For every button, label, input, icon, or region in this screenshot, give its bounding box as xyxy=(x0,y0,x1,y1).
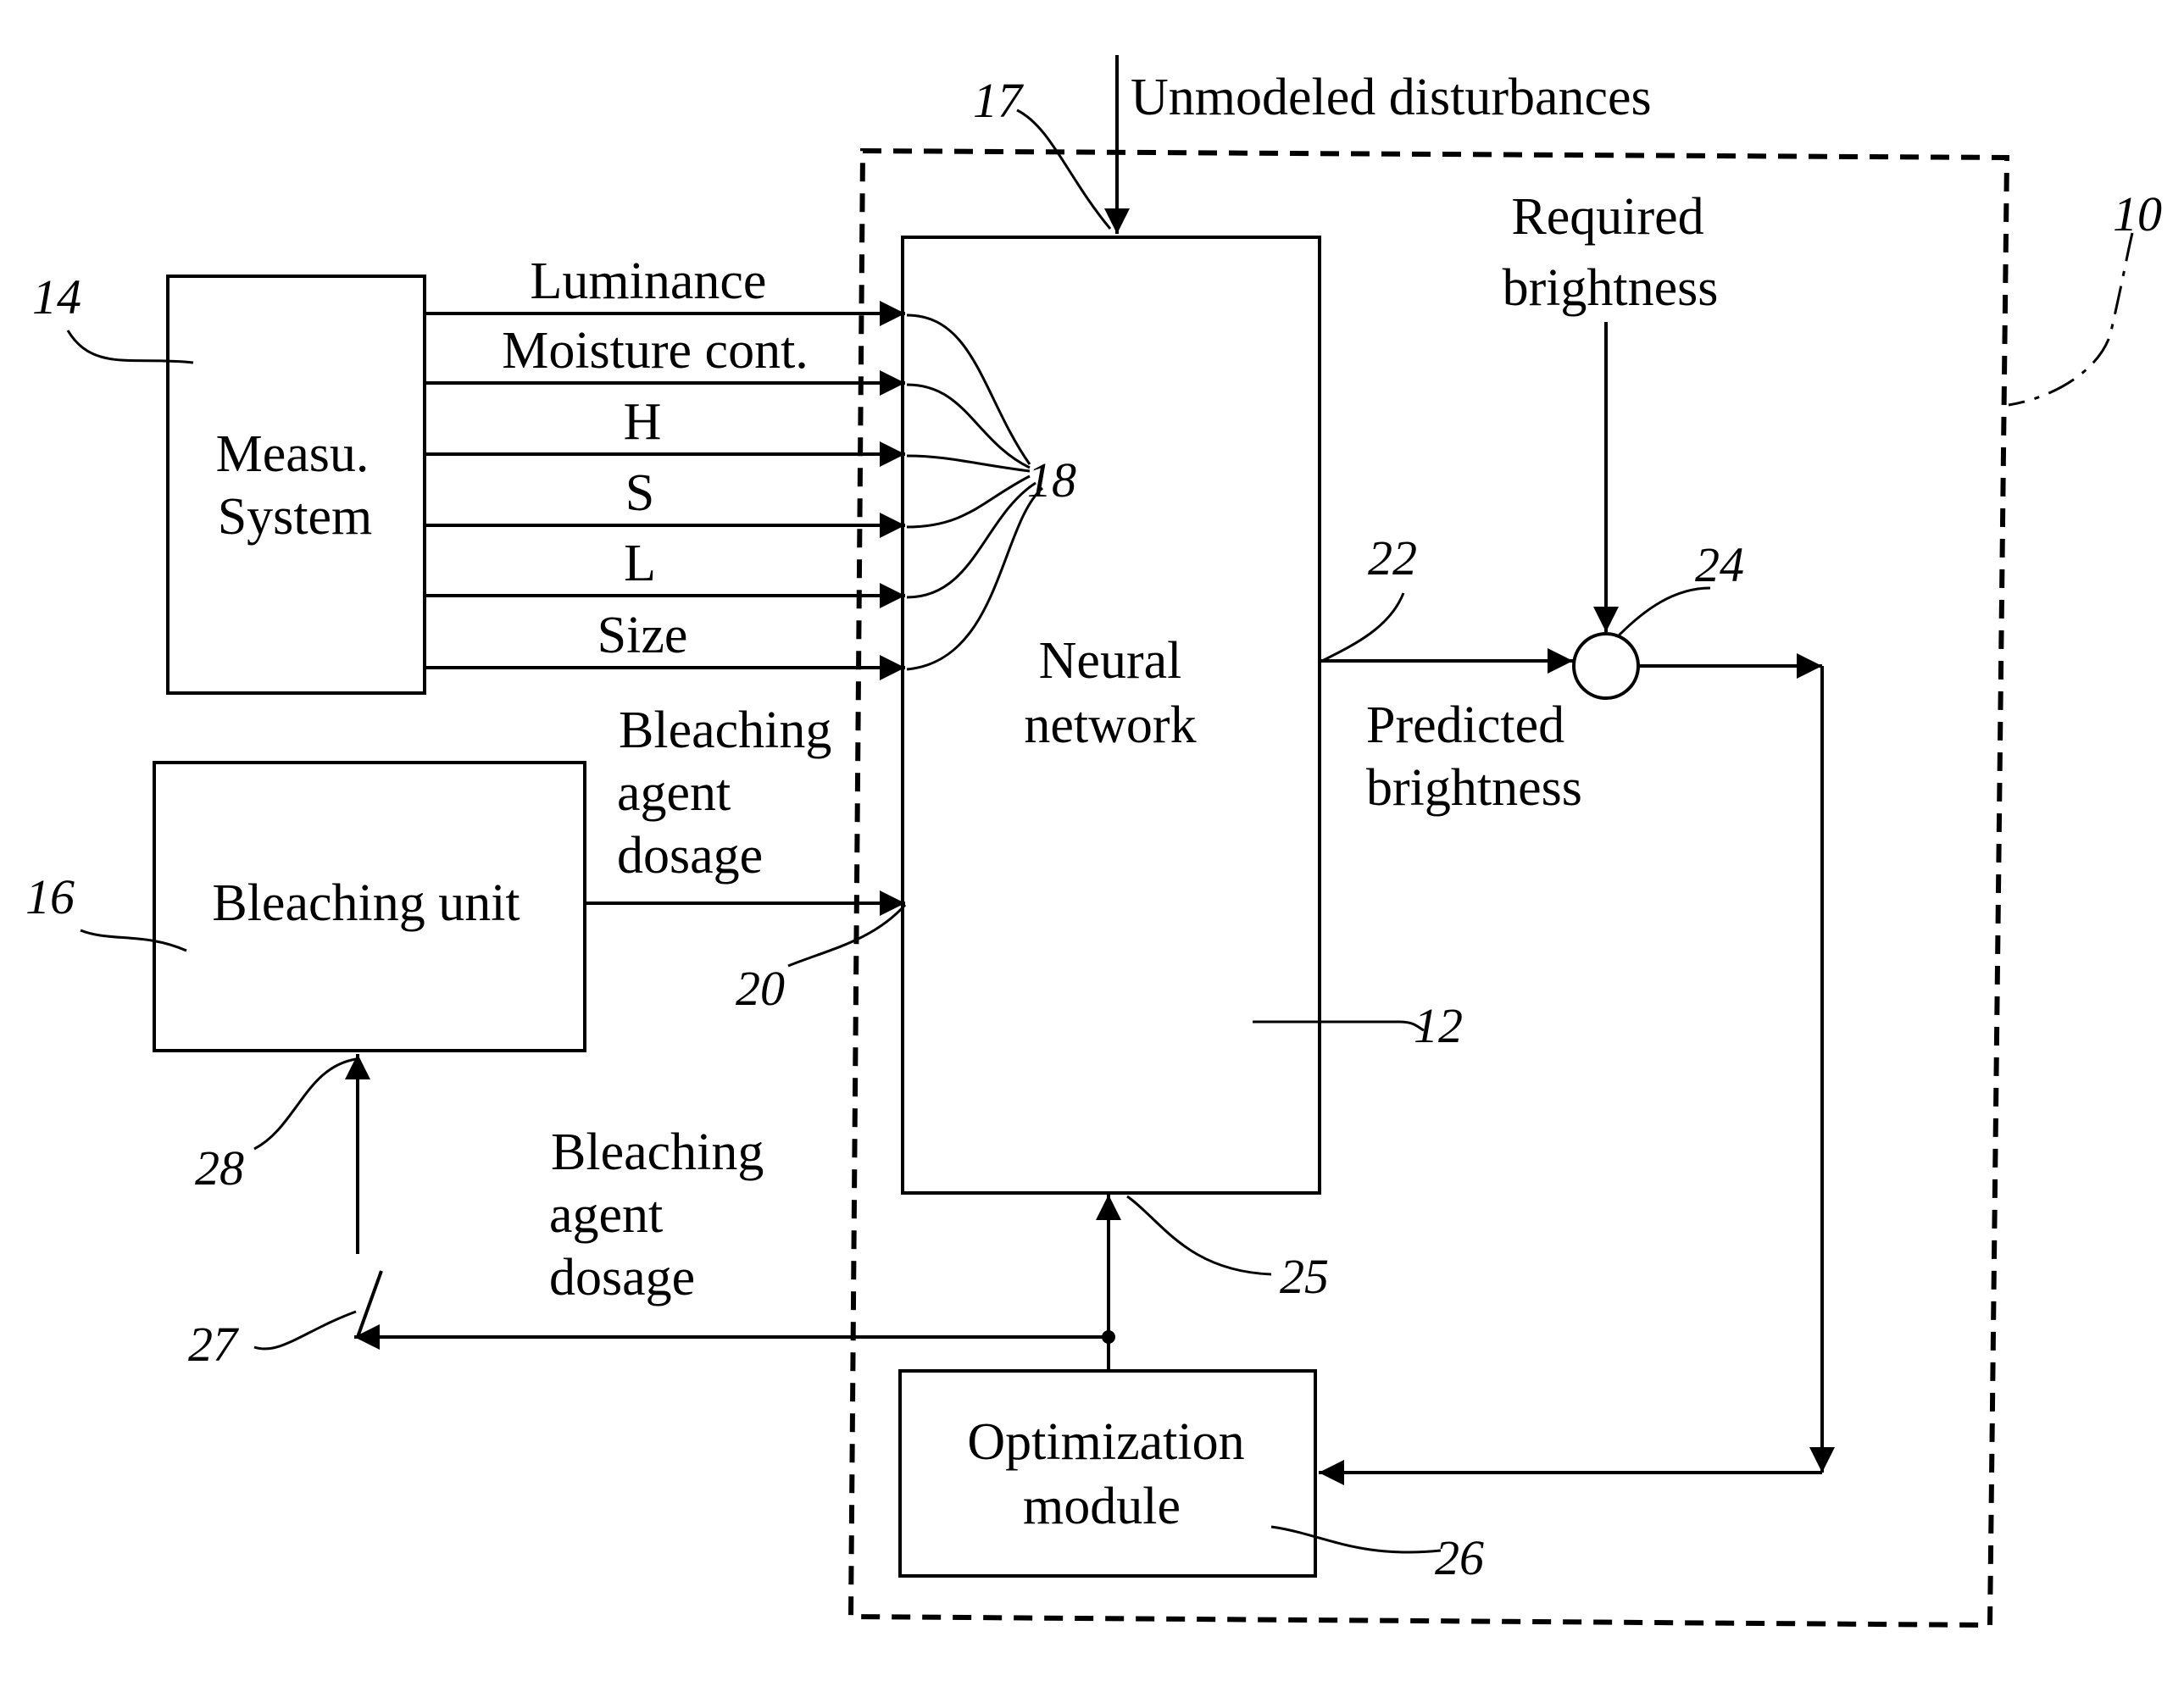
measurement-system-label-2: System xyxy=(218,488,373,546)
neural-network-label-2: network xyxy=(1024,696,1196,754)
leader-24 xyxy=(1619,588,1710,635)
leader-28 xyxy=(254,1059,356,1149)
dosage-in-label-3: dosage xyxy=(617,827,763,885)
optimization-module-label-2: module xyxy=(1023,1478,1181,1535)
ref-12: 12 xyxy=(1414,998,1463,1053)
predicted-brightness-label-1: Predicted xyxy=(1366,696,1564,754)
summing-junction xyxy=(1574,634,1638,698)
leader-27 xyxy=(254,1312,356,1349)
measurement-system-label-1: Measu. xyxy=(216,425,370,483)
ref-27: 27 xyxy=(188,1317,239,1372)
optimization-module-label-1: Optimization xyxy=(967,1413,1244,1471)
input-label-luminance: Luminance xyxy=(531,252,767,310)
ref-18: 18 xyxy=(1027,452,1076,508)
ref-14: 14 xyxy=(32,269,81,325)
ref-26: 26 xyxy=(1435,1530,1484,1585)
input-label-l: L xyxy=(624,535,656,592)
required-brightness-label-1: Required xyxy=(1511,188,1703,246)
input-label-size: Size xyxy=(597,607,688,664)
ref-16: 16 xyxy=(25,869,75,924)
ref-20: 20 xyxy=(736,961,785,1016)
input-label-h: H xyxy=(624,393,662,451)
ref-24: 24 xyxy=(1695,537,1744,592)
bleaching-unit-label: Bleaching unit xyxy=(212,874,520,932)
ref-17: 17 xyxy=(973,73,1024,128)
ref-10: 10 xyxy=(2113,186,2162,241)
leader-22 xyxy=(1322,593,1403,661)
leader-25 xyxy=(1127,1196,1271,1274)
measurement-system-box xyxy=(168,276,425,693)
unmodeled-disturbances-label: Unmodeled disturbances xyxy=(1131,69,1652,126)
predicted-brightness-label-2: brightness xyxy=(1366,759,1582,817)
dosage-out-label-1: Bleaching xyxy=(551,1123,764,1181)
ref-28: 28 xyxy=(195,1140,244,1196)
input-label-s: S xyxy=(625,464,654,522)
optimization-module-box xyxy=(900,1371,1315,1576)
ref-25: 25 xyxy=(1280,1249,1329,1304)
input-label-moisture: Moisture cont. xyxy=(502,322,809,380)
switch-blade xyxy=(358,1271,381,1337)
required-brightness-label-2: brightness xyxy=(1503,259,1719,317)
leader-20 xyxy=(788,905,905,966)
dosage-out-label-3: dosage xyxy=(549,1249,695,1307)
leader-17 xyxy=(1017,110,1110,229)
neural-network-label-1: Neural xyxy=(1039,632,1182,690)
ref-22: 22 xyxy=(1368,530,1417,585)
dosage-in-label-1: Bleaching xyxy=(619,702,831,759)
dosage-out-label-2: agent xyxy=(549,1186,663,1244)
leader-10 xyxy=(2009,233,2132,405)
dosage-in-label-2: agent xyxy=(617,764,731,822)
